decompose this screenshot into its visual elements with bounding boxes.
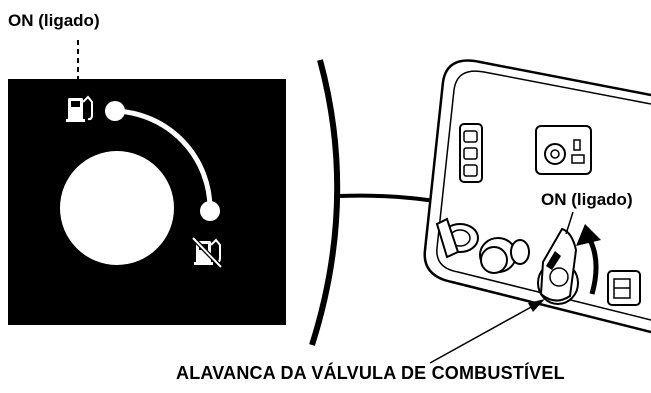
fuel-pump-off-icon <box>191 236 223 269</box>
lever-caption-arrowhead <box>528 299 545 312</box>
on-off-arc <box>114 108 213 211</box>
lever-caption-leader <box>429 305 534 364</box>
on-label-side: ON (ligado) <box>539 190 635 209</box>
side-label-leader <box>565 211 574 235</box>
outlet-knob <box>479 237 530 274</box>
panel-switch <box>607 270 641 306</box>
rotation-arrow <box>576 224 601 295</box>
on-position-dot <box>105 101 125 121</box>
off-position-dot <box>200 201 220 221</box>
on-label-top: ON (ligado) <box>8 11 100 30</box>
choke-lever <box>435 217 479 259</box>
fuel-valve-lever-caption: ALAVANCA DA VÁLVULA DE COMBUSTÍVEL <box>176 363 565 383</box>
magnifier-bracket <box>309 59 341 346</box>
valve-knob-circle <box>60 151 174 265</box>
valve-detail-panel <box>8 79 286 325</box>
fuel-pump-icon <box>66 95 93 122</box>
indicator-strip <box>459 123 483 183</box>
engine-switch <box>535 125 592 175</box>
